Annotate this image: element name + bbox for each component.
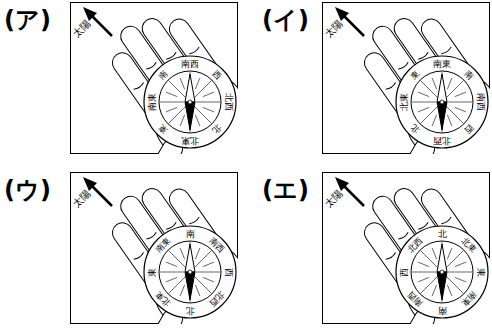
choice-label: (ウ) [4, 178, 51, 202]
direction-label: 北 [438, 229, 447, 238]
direction-label: 北西 [224, 93, 233, 111]
direction-label: 南東 [433, 59, 451, 68]
direction-label: 南 [186, 229, 195, 238]
direction-label: 北東 [399, 93, 408, 111]
direction-label: 南東 [147, 93, 156, 111]
direction-label: 北 [186, 306, 195, 315]
direction-label: 西 [224, 268, 233, 277]
direction-label: 西 [399, 268, 408, 277]
direction-label: 南西 [181, 59, 199, 68]
direction-label: 東 [476, 268, 485, 277]
choice-label: (エ) [262, 178, 309, 202]
choice-label: (イ) [262, 8, 309, 32]
choice-label: (ア) [4, 8, 51, 32]
direction-label: 北西 [433, 136, 451, 145]
direction-label: 南 [438, 306, 447, 315]
direction-label: 東 [147, 268, 156, 277]
direction-label: 南西 [476, 93, 485, 111]
direction-label: 北東 [181, 136, 199, 145]
